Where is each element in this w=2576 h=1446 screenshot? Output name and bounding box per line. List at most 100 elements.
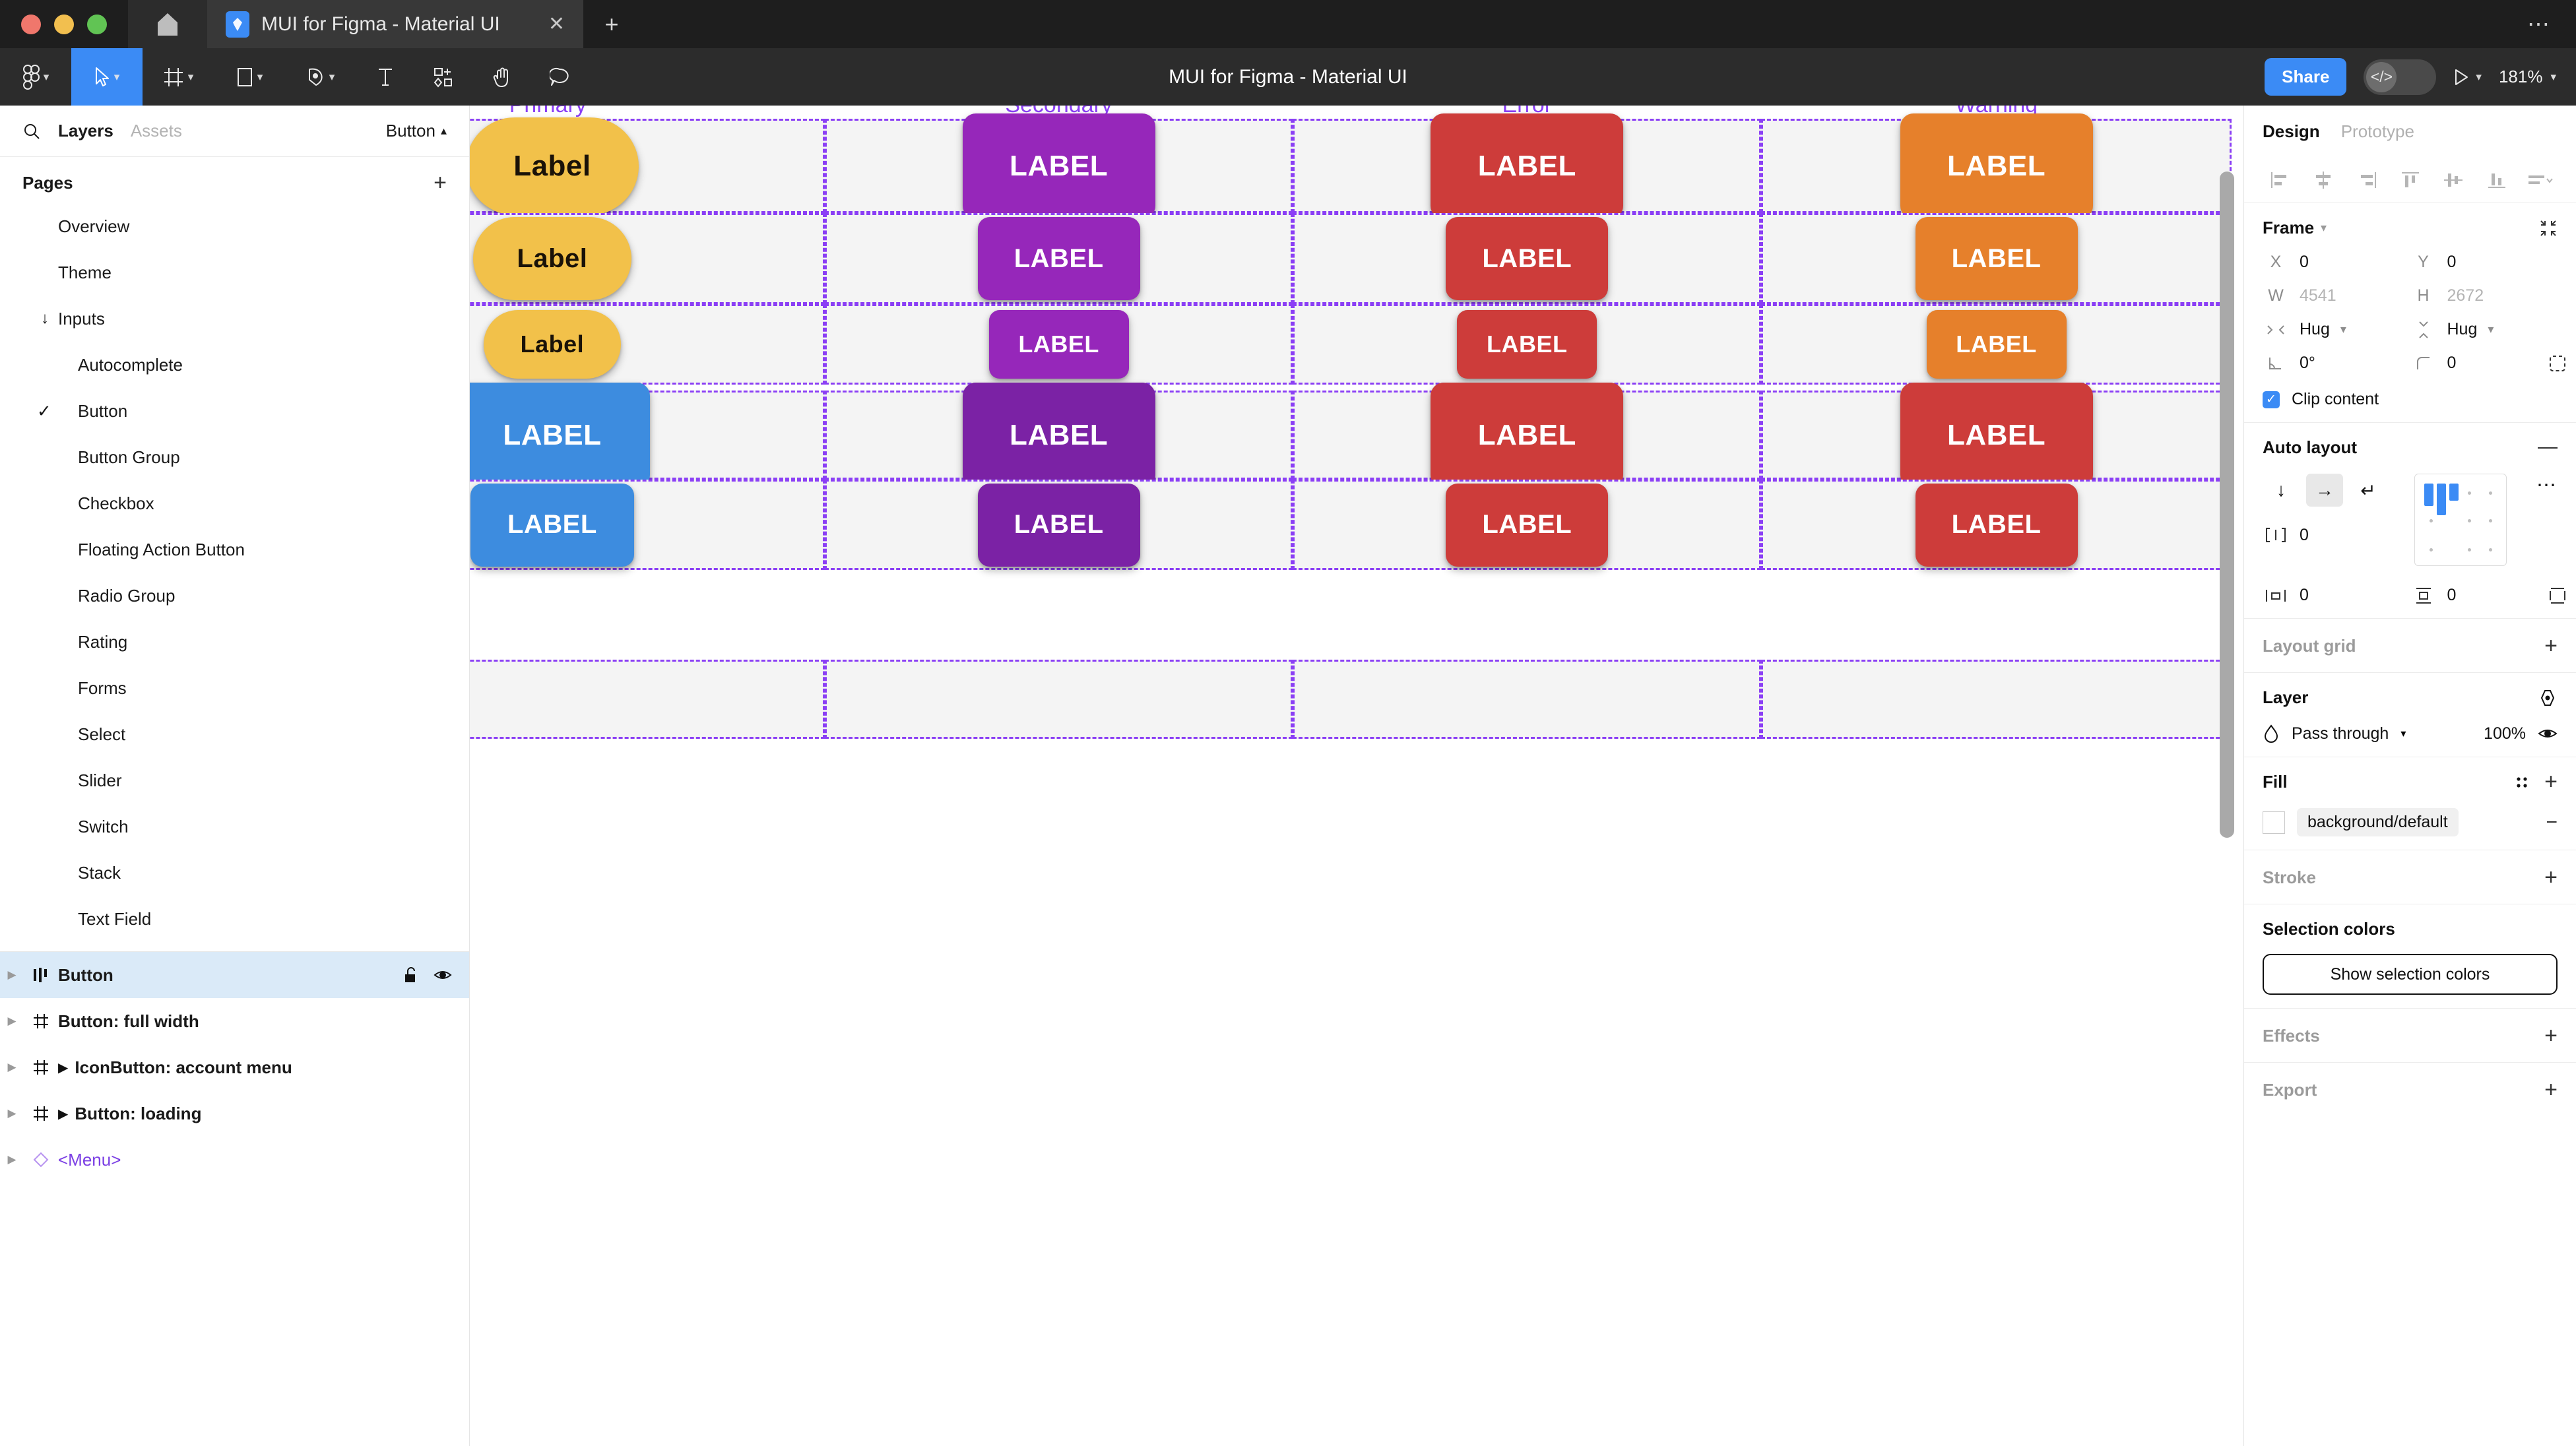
text-tool-icon[interactable] bbox=[356, 48, 414, 106]
collapse-icon[interactable] bbox=[2539, 219, 2558, 237]
fill-color-swatch[interactable] bbox=[2263, 811, 2285, 834]
canvas-button[interactable]: LABEL bbox=[988, 310, 1129, 379]
canvas-button[interactable]: LABEL bbox=[977, 217, 1140, 300]
expand-arrow-icon[interactable]: ▶ bbox=[7, 1153, 16, 1166]
opacity-value[interactable]: 100% bbox=[2484, 724, 2526, 743]
resources-tool-icon[interactable] bbox=[414, 48, 472, 106]
page-item-slider[interactable]: Slider bbox=[0, 757, 469, 803]
present-button[interactable]: ▾ bbox=[2453, 68, 2482, 86]
canvas-button[interactable]: LABEL bbox=[977, 483, 1140, 567]
page-item-rating[interactable]: Rating bbox=[0, 619, 469, 665]
canvas-button[interactable]: LABEL bbox=[1900, 113, 2093, 219]
blend-mode-row[interactable]: Pass through ▾ 100% bbox=[2263, 724, 2558, 743]
canvas-button[interactable]: LABEL bbox=[962, 382, 1155, 488]
eye-icon[interactable] bbox=[2538, 726, 2558, 741]
page-item-text-field[interactable]: Text Field bbox=[0, 896, 469, 942]
frame-x[interactable]: X 0 bbox=[2263, 253, 2410, 272]
page-item-theme[interactable]: Theme bbox=[0, 249, 469, 296]
layer-settings-icon[interactable] bbox=[2538, 689, 2558, 707]
tab-prototype[interactable]: Prototype bbox=[2340, 121, 2414, 141]
arrow-down-icon[interactable]: ↓ bbox=[2276, 480, 2286, 500]
frame-corner-radius[interactable]: 0 bbox=[2410, 354, 2565, 373]
auto-layout-gap[interactable]: 0 bbox=[2263, 499, 2410, 571]
frame-tool-icon[interactable]: ▾ bbox=[143, 48, 214, 106]
close-window-button[interactable] bbox=[21, 14, 41, 34]
add-export-button[interactable]: + bbox=[2544, 1077, 2558, 1102]
dev-mode-toggle[interactable]: </> bbox=[2364, 59, 2437, 95]
show-selection-colors-button[interactable]: Show selection colors bbox=[2263, 954, 2558, 995]
more-options-icon[interactable]: ⋯ bbox=[2536, 474, 2558, 496]
shape-tool-icon[interactable]: ▾ bbox=[214, 48, 285, 106]
canvas-button[interactable]: LABEL bbox=[1446, 217, 1609, 300]
layer-row-button-full-width[interactable]: ▶ Button: full width bbox=[0, 998, 469, 1044]
canvas-button[interactable]: Label bbox=[472, 217, 631, 300]
styles-icon[interactable] bbox=[2514, 774, 2530, 790]
alignment-pad[interactable] bbox=[2414, 474, 2507, 566]
canvas-button[interactable]: LABEL bbox=[1431, 113, 1624, 219]
canvas-button[interactable]: LABEL bbox=[1915, 217, 2078, 300]
page-item-switch[interactable]: Switch bbox=[0, 803, 469, 850]
move-tool-icon[interactable]: ▾ bbox=[71, 48, 143, 106]
canvas-button[interactable]: LABEL bbox=[1926, 310, 2067, 379]
maximize-window-button[interactable] bbox=[87, 14, 107, 34]
design-canvas[interactable]: Contained Primary* Secondary Error Warni… bbox=[470, 106, 2243, 1446]
canvas-button[interactable]: LABEL bbox=[1431, 382, 1624, 488]
remove-fill-button[interactable]: − bbox=[2546, 811, 2558, 833]
window-more-menu-icon[interactable]: ⋯ bbox=[2527, 11, 2550, 37]
page-item-checkbox[interactable]: Checkbox bbox=[0, 480, 469, 526]
auto-layout-padding-horizontal[interactable]: 0 bbox=[2263, 586, 2410, 605]
close-tab-icon[interactable]: ✕ bbox=[548, 13, 565, 35]
layer-row-button[interactable]: ▶ Button bbox=[0, 952, 469, 998]
expand-arrow-icon[interactable]: ▶ bbox=[7, 1061, 16, 1073]
align-vertical-center-icon[interactable] bbox=[2431, 170, 2475, 190]
canvas-button[interactable]: Label bbox=[483, 310, 621, 379]
expand-arrow-icon[interactable]: ▶ bbox=[7, 1015, 16, 1027]
frame-width[interactable]: W 4541 bbox=[2263, 286, 2410, 305]
browser-tab[interactable]: MUI for Figma - Material UI ✕ bbox=[207, 0, 583, 48]
home-button[interactable] bbox=[128, 0, 207, 48]
hand-tool-icon[interactable] bbox=[472, 48, 531, 106]
current-page-selector[interactable]: Button ▴ bbox=[386, 121, 447, 141]
canvas-vertical-scrollbar[interactable] bbox=[2220, 172, 2234, 838]
page-item-autocomplete[interactable]: Autocomplete bbox=[0, 342, 469, 388]
page-item-overview[interactable]: Overview bbox=[0, 203, 469, 249]
frame-resize-height[interactable]: Hug ▾ bbox=[2410, 320, 2558, 339]
wrap-icon[interactable]: ↵ bbox=[2360, 480, 2376, 501]
canvas-button[interactable]: Label bbox=[470, 117, 639, 215]
pen-tool-icon[interactable]: ▾ bbox=[285, 48, 356, 106]
canvas-button[interactable]: LABEL bbox=[1915, 483, 2078, 567]
canvas-button[interactable]: LABEL bbox=[1446, 483, 1609, 567]
add-stroke-button[interactable]: + bbox=[2544, 865, 2558, 890]
layer-row-menu-component[interactable]: ▶ <Menu> bbox=[0, 1137, 469, 1183]
remove-auto-layout-button[interactable] bbox=[2538, 446, 2558, 450]
tab-assets[interactable]: Assets bbox=[130, 121, 182, 141]
page-item-floating-action-button[interactable]: Floating Action Button bbox=[0, 526, 469, 573]
zoom-level-control[interactable]: 181% ▾ bbox=[2499, 67, 2556, 87]
tab-design[interactable]: Design bbox=[2263, 121, 2320, 141]
add-layout-grid-button[interactable]: + bbox=[2544, 633, 2558, 658]
align-top-icon[interactable] bbox=[2389, 170, 2432, 190]
minimize-window-button[interactable] bbox=[54, 14, 74, 34]
page-item-select[interactable]: Select bbox=[0, 711, 469, 757]
page-item-button-group[interactable]: Button Group bbox=[0, 434, 469, 480]
new-tab-button[interactable]: + bbox=[604, 10, 619, 38]
add-page-button[interactable]: + bbox=[434, 170, 447, 195]
page-item-stack[interactable]: Stack bbox=[0, 850, 469, 896]
frame-resize-width[interactable]: Hug ▾ bbox=[2263, 320, 2410, 339]
distribute-icon[interactable] bbox=[2518, 170, 2561, 190]
eye-icon[interactable] bbox=[434, 968, 452, 982]
tab-layers[interactable]: Layers bbox=[58, 121, 113, 141]
frame-y[interactable]: Y 0 bbox=[2410, 253, 2558, 272]
chevron-down-icon[interactable]: ▾ bbox=[2321, 221, 2327, 234]
page-item-radio-group[interactable]: Radio Group bbox=[0, 573, 469, 619]
fill-token-name[interactable]: background/default bbox=[2297, 808, 2459, 836]
layer-row-button-loading[interactable]: ▶ ▶ Button: loading bbox=[0, 1090, 469, 1137]
add-fill-button[interactable]: + bbox=[2544, 769, 2558, 794]
fill-item-row[interactable]: background/default − bbox=[2263, 808, 2558, 836]
layer-row-iconbutton-account-menu[interactable]: ▶ ▶ IconButton: account menu bbox=[0, 1044, 469, 1090]
frame-rotation[interactable]: 0° bbox=[2263, 354, 2410, 373]
align-right-icon[interactable] bbox=[2345, 170, 2389, 190]
expand-arrow-icon[interactable]: ▶ bbox=[7, 968, 16, 981]
expand-arrow-icon[interactable]: ▶ bbox=[7, 1107, 16, 1119]
figma-menu-icon[interactable]: ▾ bbox=[0, 48, 71, 106]
